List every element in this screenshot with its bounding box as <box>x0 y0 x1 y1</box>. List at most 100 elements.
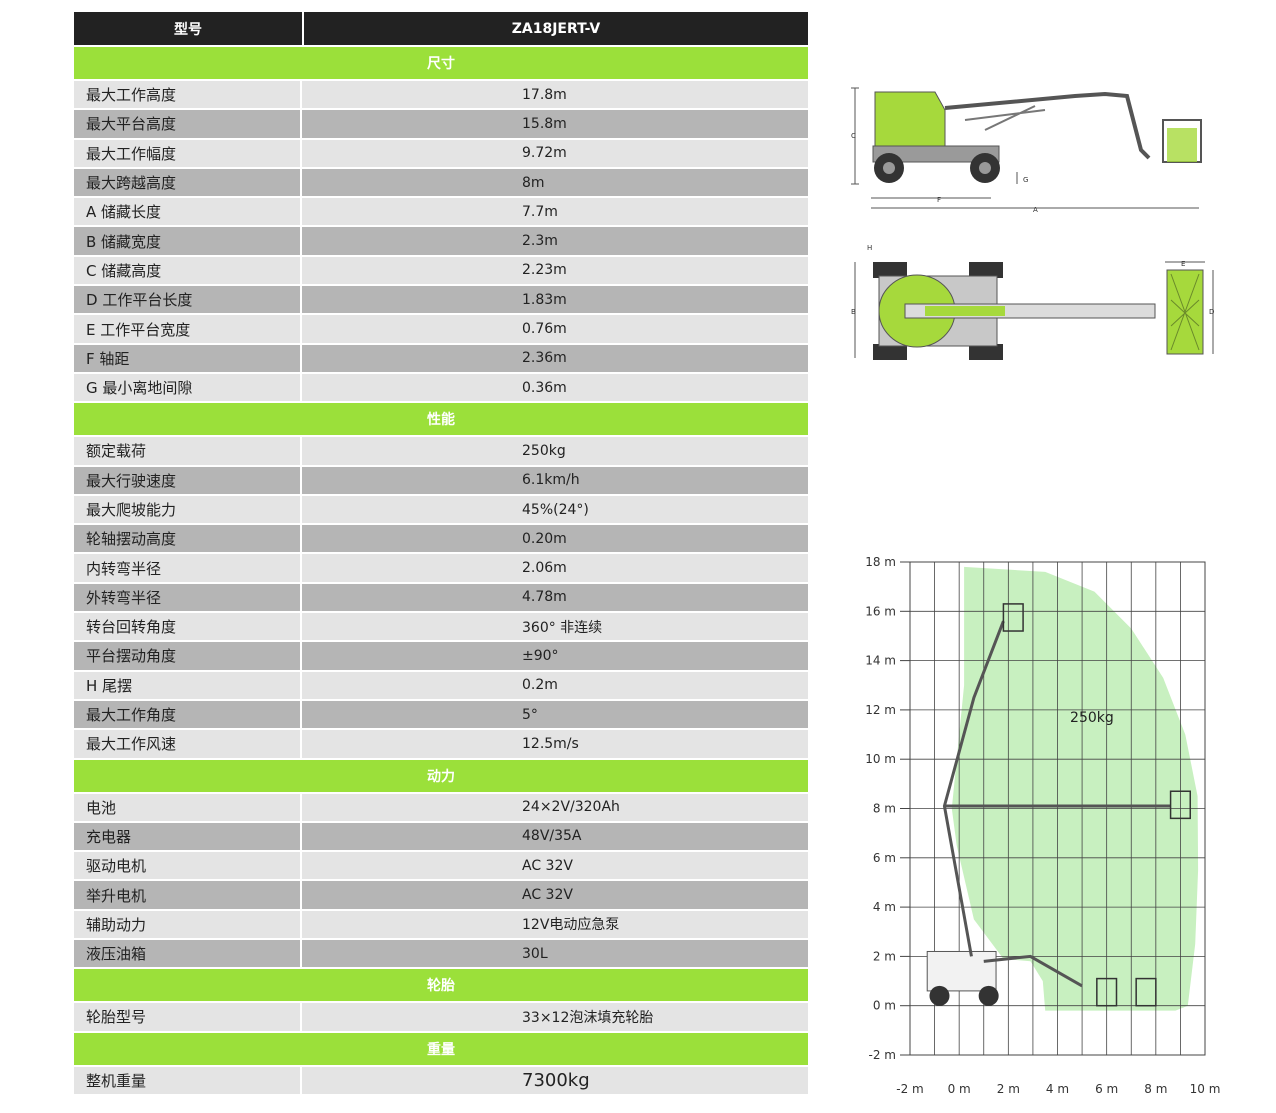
spec-name: 平台摆动角度 <box>74 642 300 670</box>
spec-value: 15.8m <box>302 110 808 138</box>
spec-value: 45%(24°) <box>302 495 808 524</box>
spec-value: 8m <box>302 168 808 197</box>
machine-base-outline <box>926 950 997 992</box>
plot-frame <box>909 561 1206 1056</box>
boom-vertical-pose <box>942 620 1005 957</box>
chart-wheel-front <box>929 985 950 1006</box>
x-tick-label: 2 m <box>997 1082 1020 1096</box>
y-tick-label: 18 m <box>865 555 896 569</box>
spec-name: G 最小离地间隙 <box>74 373 300 402</box>
platform-top <box>1002 603 1024 632</box>
spec-name: 轮胎型号 <box>74 1003 300 1031</box>
top-view-diagram: H B E D <box>851 244 1214 360</box>
machine-body-side <box>874 91 946 153</box>
platform-ground <box>1135 977 1157 1007</box>
spec-value: 4.78m <box>302 583 808 612</box>
load-annotation: 250kg <box>1070 710 1114 726</box>
dim-label-d: D <box>1209 308 1214 316</box>
x-tick-label: 4 m <box>1046 1082 1069 1096</box>
spec-value: 24×2V/320Ah <box>302 793 808 821</box>
spec-name: 最大工作风速 <box>74 730 300 758</box>
side-view-diagram: C G F A <box>851 87 1202 214</box>
spec-name: 外转弯半径 <box>74 583 300 612</box>
spec-value: 0.20m <box>302 525 808 553</box>
spec-value: 7.7m <box>302 198 808 226</box>
y-tick-label: 4 m <box>873 900 896 914</box>
spec-value: 6.1km/h <box>302 466 808 494</box>
spec-value: AC 32V <box>302 881 808 909</box>
spec-name: E 工作平台宽度 <box>74 315 300 343</box>
dim-label-e: E <box>1181 260 1185 268</box>
spec-name: F 轴距 <box>74 344 300 372</box>
y-tick-label: -2 m <box>869 1048 896 1062</box>
spec-value: ±90° <box>302 642 808 670</box>
boom-low-pose <box>983 954 1083 988</box>
spec-value: 30L <box>302 940 808 968</box>
spec-value: 12.5m/s <box>302 730 808 758</box>
spec-value: AC 32V <box>302 852 808 880</box>
spec-value: 2.3m <box>302 227 808 255</box>
spec-name: 最大行驶速度 <box>74 466 300 494</box>
y-tick-label: 16 m <box>865 604 896 618</box>
spec-name: 最大爬坡能力 <box>74 495 300 524</box>
spec-name: 最大工作高度 <box>74 81 300 109</box>
platform-mid <box>1169 790 1192 820</box>
spec-name: B 储藏宽度 <box>74 227 300 255</box>
spec-name: 最大工作角度 <box>74 700 300 729</box>
spec-name: 轮轴摆动高度 <box>74 525 300 553</box>
spec-value: 250kg <box>302 437 808 465</box>
section-header: 轮胎 <box>74 969 808 1002</box>
y-tick-label: 8 m <box>873 802 896 816</box>
machine-chassis-side <box>872 145 1000 163</box>
top-wheel-rl <box>969 262 1003 278</box>
spec-name: 最大平台高度 <box>74 110 300 138</box>
spec-value: 0.36m <box>302 373 808 402</box>
spec-value: 2.06m <box>302 554 808 582</box>
spec-value: 48V/35A <box>302 822 808 851</box>
spec-value: 17.8m <box>302 81 808 109</box>
y-tick-label: 0 m <box>873 999 896 1013</box>
spec-name: 内转弯半径 <box>74 554 300 582</box>
top-wheel-fr <box>873 344 907 360</box>
spec-value: 33×12泡沫填充轮胎 <box>302 1003 808 1031</box>
section-header: 尺寸 <box>74 47 808 79</box>
spec-name: 额定载荷 <box>74 437 300 465</box>
spec-name: 电池 <box>74 793 300 821</box>
spec-name: C 储藏高度 <box>74 256 300 285</box>
x-tick-label: 10 m <box>1190 1082 1221 1096</box>
spec-value: 12V电动应急泵 <box>302 910 808 939</box>
table-header: 型号 ZA18JERT-V <box>74 12 808 45</box>
spec-name: 转台回转角度 <box>74 613 300 641</box>
spec-name: A 储藏长度 <box>74 198 300 226</box>
y-tick-label: 10 m <box>865 752 896 766</box>
spec-name: D 工作平台长度 <box>74 286 300 314</box>
section-header: 性能 <box>74 403 808 436</box>
spec-name: 最大工作幅度 <box>74 139 300 167</box>
dim-label-f: F <box>937 196 941 204</box>
spec-name: H 尾摆 <box>74 671 300 699</box>
spec-value: 0.76m <box>302 315 808 343</box>
platform-low <box>1096 977 1118 1007</box>
x-tick-label: 6 m <box>1095 1082 1118 1096</box>
